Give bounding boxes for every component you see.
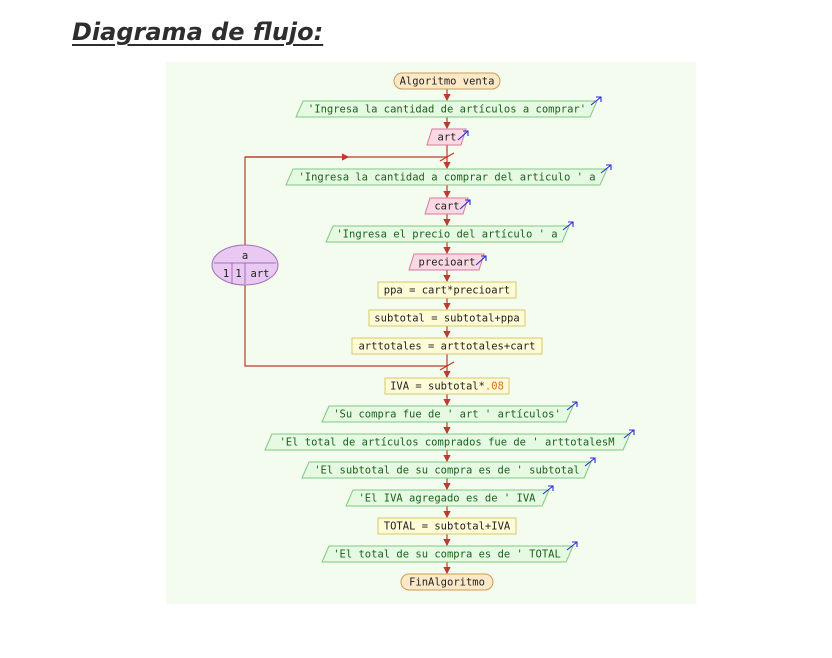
output-arrow-icon xyxy=(542,485,554,495)
output-total-articulos: 'El total de artículos comprados fue de … xyxy=(264,429,635,451)
output-total-articulos-text: 'El total de artículos comprados fue de … xyxy=(279,437,614,449)
output-total-text: 'El total de su compra es de ' TOTAL xyxy=(333,549,561,561)
process-ppa: ppa = cart*precioart xyxy=(377,281,517,299)
input-cart-text: cart xyxy=(434,201,459,213)
output-prompt-articles: 'Ingresa la cantidad de artículos a comp… xyxy=(295,96,602,118)
input-read-art: art xyxy=(426,128,469,146)
process-ppa-text: ppa = cart*precioart xyxy=(384,285,510,297)
output-arrow-icon xyxy=(590,96,602,106)
output-iva-text: 'El IVA agregado es de ' IVA xyxy=(358,493,536,505)
input-read-cart: cart xyxy=(424,197,471,215)
process-iva: IVA = subtotal*.08 xyxy=(384,377,510,395)
output-compra-text: 'Su compra fue de ' art ' artículos' xyxy=(333,409,561,421)
output-subtotal-text: 'El subtotal de su compra es de ' subtot… xyxy=(314,465,580,477)
output-prompt-price: 'Ingresa el precio del artículo ' a xyxy=(325,221,574,243)
process-iva-text: IVA = subtotal*.08 xyxy=(390,381,504,393)
input-read-precioart: precioart xyxy=(408,253,487,271)
process-subtotal-text: subtotal = subtotal+ppa xyxy=(374,313,519,325)
end-terminal: FinAlgoritmo xyxy=(400,573,494,591)
loop-frame xyxy=(244,152,455,371)
output-iva: 'El IVA agregado es de ' IVA xyxy=(345,485,554,507)
output-subtotal: 'El subtotal de su compra es de ' subtot… xyxy=(301,457,596,479)
loop-node: a 1 1 art xyxy=(211,244,279,286)
output-compra: 'Su compra fue de ' art ' artículos' xyxy=(321,401,578,423)
process-total-text: TOTAL = subtotal+IVA xyxy=(384,521,511,533)
process-arttotales: arttotales = arttotales+cart xyxy=(351,337,543,355)
process-total: TOTAL = subtotal+IVA xyxy=(377,517,517,535)
start-terminal: Algoritmo venta xyxy=(393,72,501,90)
process-iva-lhs: IVA = subtotal* xyxy=(390,381,485,393)
process-arttotales-text: arttotales = arttotales+cart xyxy=(358,341,535,353)
loop-end: art xyxy=(251,268,270,280)
output-arrow-icon xyxy=(584,457,596,467)
output-arrow-icon xyxy=(566,401,578,411)
input-art-text: art xyxy=(438,132,457,144)
input-precioart-text: precioart xyxy=(419,257,476,269)
output-prompt-qty: 'Ingresa la cantidad a comprar del artic… xyxy=(285,164,612,186)
loop-var: a xyxy=(242,250,248,262)
output-prompt-articles-text: 'Ingresa la cantidad de artículos a comp… xyxy=(308,104,586,116)
output-arrow-icon xyxy=(623,429,635,439)
input-arrow-icon xyxy=(459,199,471,210)
page-title: Diagrama de flujo: xyxy=(72,18,324,46)
output-arrow-icon xyxy=(566,541,578,551)
output-prompt-qty-text: 'Ingresa la cantidad a comprar del artic… xyxy=(298,172,595,184)
loop-step: 1 xyxy=(235,268,241,280)
end-label: FinAlgoritmo xyxy=(409,577,485,589)
output-total: 'El total de su compra es de ' TOTAL xyxy=(321,541,578,563)
process-subtotal: subtotal = subtotal+ppa xyxy=(368,309,526,327)
diagram-canvas xyxy=(166,62,696,604)
input-arrow-icon xyxy=(457,130,469,141)
loop-start: 1 xyxy=(223,268,229,280)
output-prompt-price-text: 'Ingresa el precio del artículo ' a xyxy=(336,229,557,241)
start-label: Algoritmo venta xyxy=(400,76,495,88)
output-arrow-icon xyxy=(562,221,574,231)
input-arrow-icon xyxy=(475,255,487,266)
process-iva-number: .08 xyxy=(485,381,504,393)
output-arrow-icon xyxy=(600,164,612,174)
